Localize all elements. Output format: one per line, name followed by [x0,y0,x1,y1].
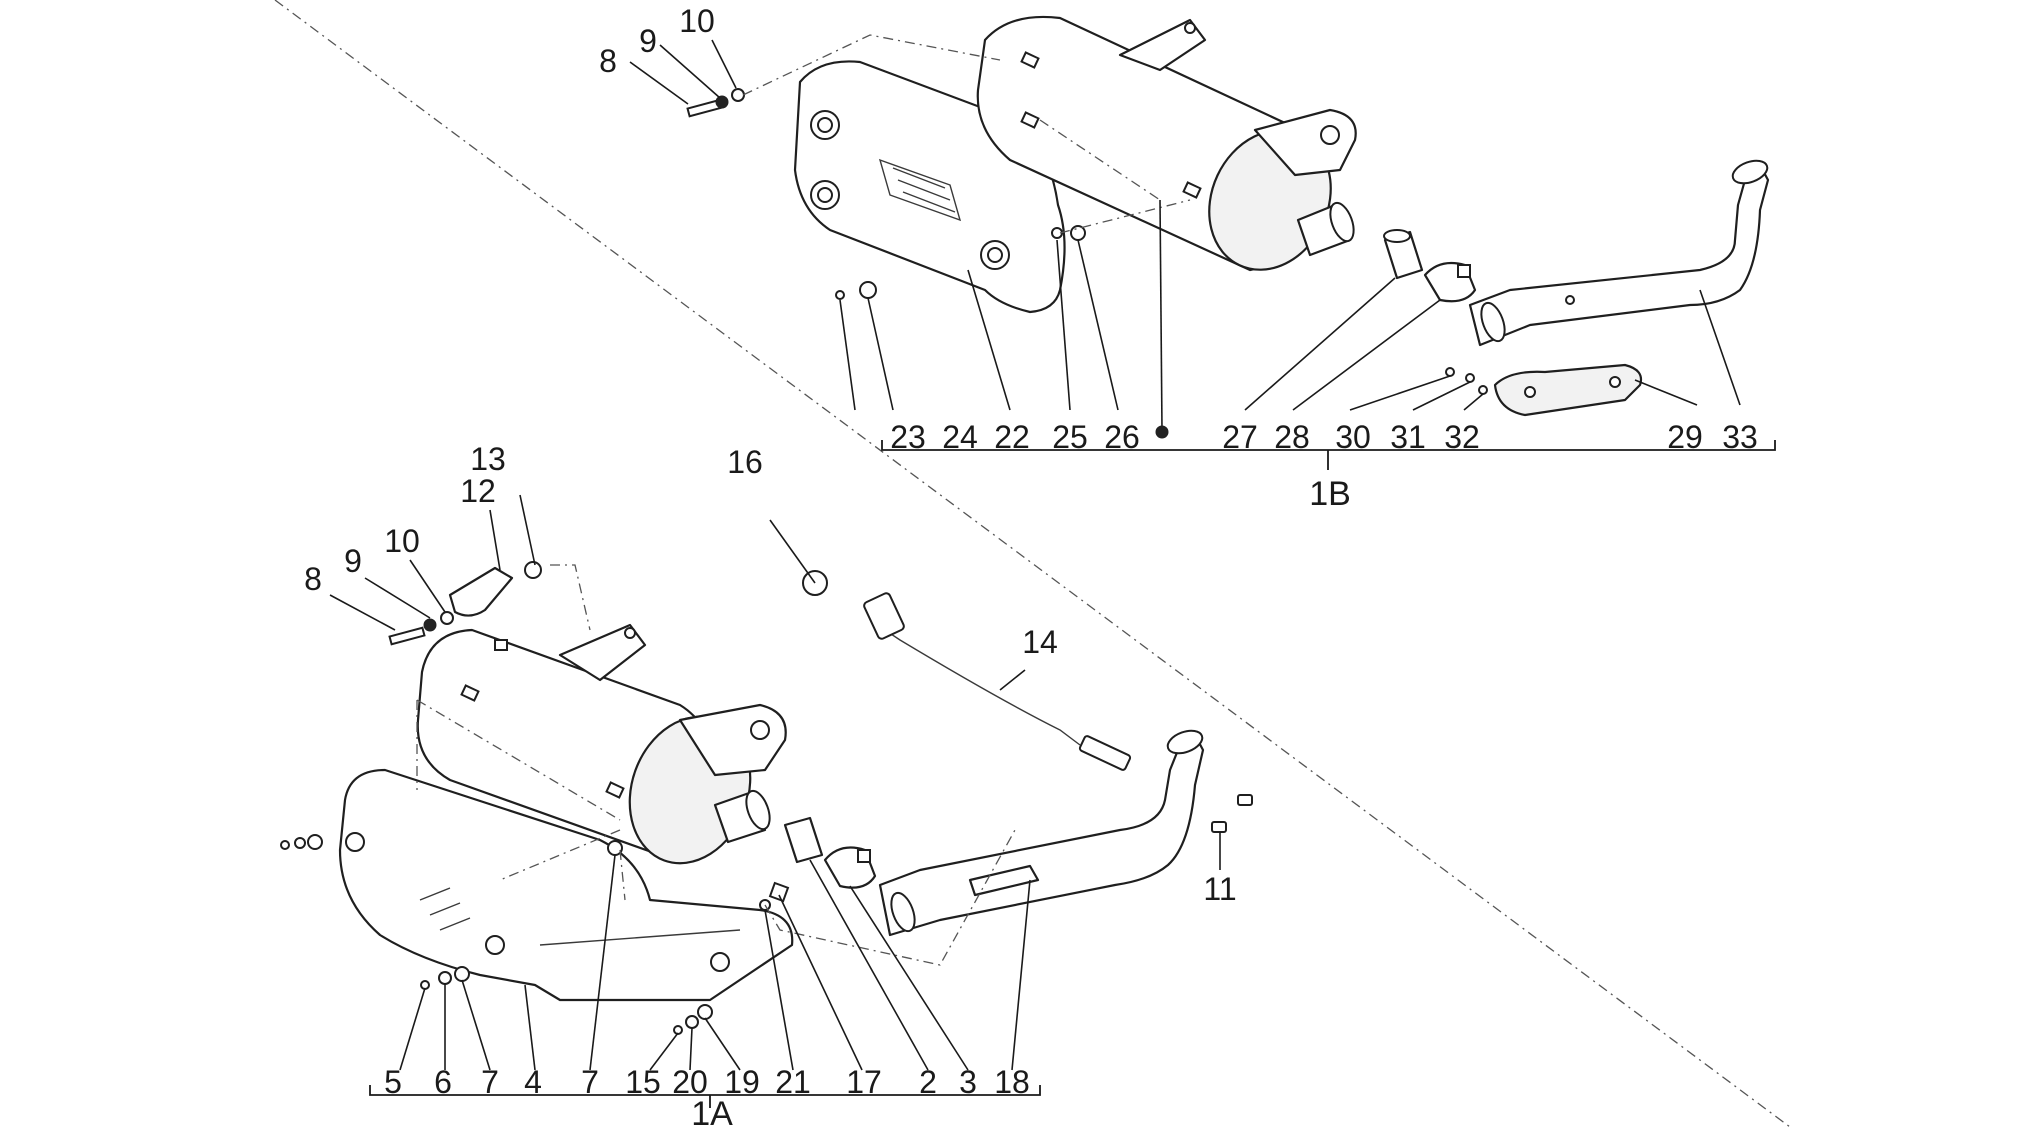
leaders-bottom [329,494,1221,1071]
manifold-top [1468,163,1770,347]
callout-20: 20 [672,1064,708,1100]
callout-19: 19 [724,1064,760,1100]
labels-bottom: 5 6 7 4 7 15 20 19 21 17 2 3 18 1A 8 9 1… [304,441,1237,1127]
callout-29: 29 [1667,419,1703,455]
bracket-1b [881,440,1776,470]
callout-21: 21 [775,1064,811,1100]
callout-33: 33 [1722,419,1758,455]
callout-7a: 7 [481,1064,499,1100]
callout-32: 32 [1444,419,1480,455]
group-label-1b: 1B [1309,475,1351,513]
heat-shield-bottom [338,768,794,1002]
callout-4: 4 [524,1064,542,1100]
sensor-cable [884,629,1081,746]
callout-26: 26 [1104,419,1140,455]
callout-bottom-16: 16 [727,444,763,480]
callout-31: 31 [1390,419,1426,455]
callout-27: 27 [1222,419,1258,455]
group-label-1a: 1A [691,1095,733,1127]
callout-bottom-10: 10 [384,523,420,559]
assembly-1b [686,15,1770,417]
manifold-bottom [878,733,1205,937]
separator-line [274,0,1791,1127]
callout-bottom-8: 8 [304,561,322,597]
callout-15: 15 [625,1064,661,1100]
callout-18: 18 [994,1064,1030,1100]
callout-24: 24 [942,419,978,455]
callout-bottom-12: 12 [460,473,496,509]
callout-23: 23 [890,419,926,455]
manifold-shield-top [1493,363,1643,417]
callout-top-8: 8 [599,43,617,79]
callout-bottom-14: 14 [1022,624,1058,660]
callout-2: 2 [919,1064,937,1100]
gasket-bottom [783,816,824,864]
bracket-1a [369,1085,1041,1108]
callout-3: 3 [959,1064,977,1100]
callout-7b: 7 [581,1064,599,1100]
callout-top-9: 9 [639,23,657,59]
callout-top-10: 10 [679,3,715,39]
callout-30: 30 [1335,419,1371,455]
labels-top: 23 24 22 25 26 27 28 30 31 32 29 33 1B 8… [599,3,1758,513]
assembly-1a [280,561,1253,1035]
leaders-top [629,39,1741,439]
callout-22: 22 [994,419,1030,455]
callout-6: 6 [434,1064,452,1100]
callout-17: 17 [846,1064,882,1100]
callout-5: 5 [384,1064,402,1100]
callout-bottom-13: 13 [470,441,506,477]
callout-28: 28 [1274,419,1310,455]
callout-25: 25 [1052,419,1088,455]
callout-bottom-9: 9 [344,543,362,579]
callout-bottom-11: 11 [1203,871,1236,907]
